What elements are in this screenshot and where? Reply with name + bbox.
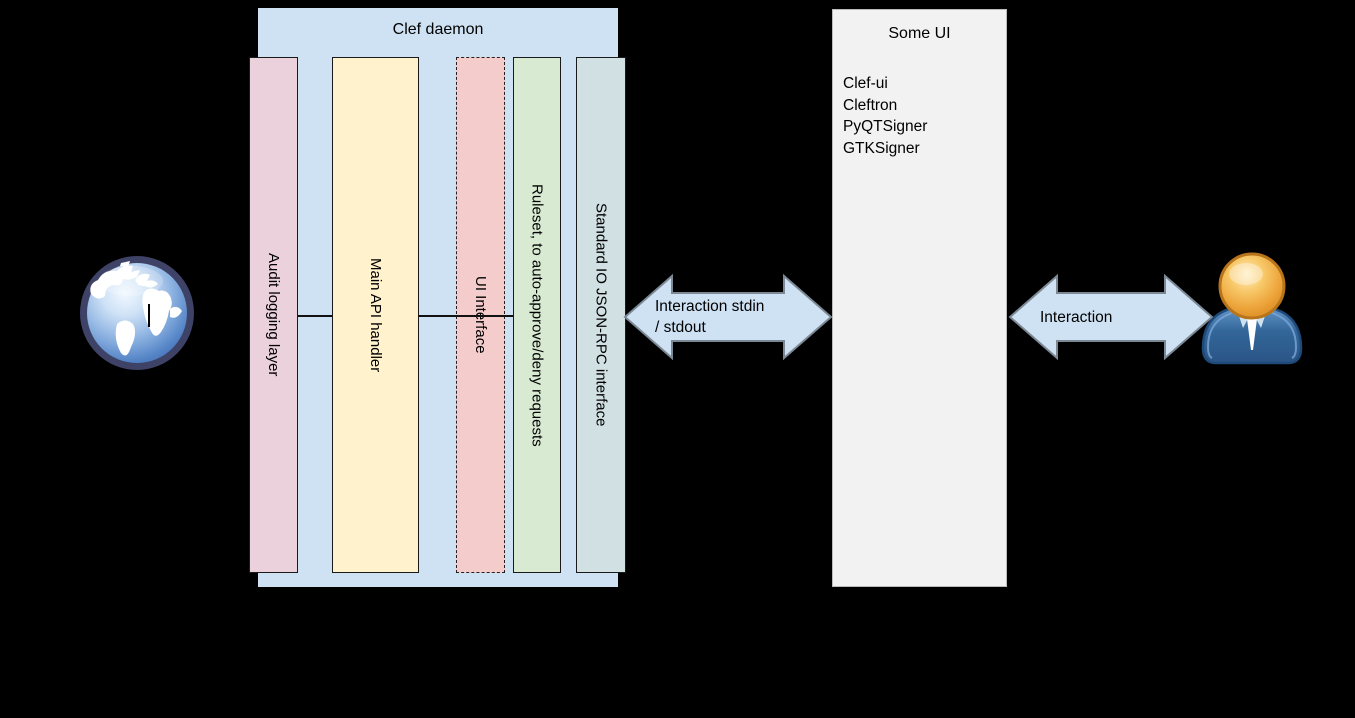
bar-ui-interface-label: UI Interface (472, 276, 489, 354)
globe-icon (80, 256, 194, 370)
some-ui-item: Clef-ui (843, 75, 888, 92)
bar-main-api-handler: Main API handler (332, 57, 419, 573)
bar-stdio-jsonrpc-interface-label: Standard IO JSON-RPC interface (592, 203, 610, 427)
bar-ruleset-label: Ruleset, to auto-approve/deny requests (528, 183, 546, 447)
bar-ruleset: Ruleset, to auto-approve/deny requests (513, 57, 561, 573)
some-ui-item: GTKSigner (843, 139, 920, 157)
some-ui-list: Clef-ui Cleftron PyQTSigner GTKSigner (843, 73, 927, 159)
bar-main-api-handler-label: Main API handler (367, 257, 384, 373)
arrow-left-label-line1: Interaction stdin (655, 298, 765, 315)
user-icon (1201, 252, 1303, 365)
arrow-left-label-line2: / stdout (655, 319, 706, 336)
some-ui-item: PyQTSigner (843, 118, 928, 135)
bar-audit-logging-layer: Audit logging layer (249, 57, 298, 573)
interaction-arrow-right (1008, 273, 1214, 361)
interaction-label: Interaction (1040, 309, 1113, 326)
some-ui-box: Some UI Clef-ui Cleftron PyQTSigner GTKS… (832, 9, 1007, 587)
some-ui-item: Cleftron (843, 96, 898, 114)
bar-stdio-jsonrpc-interface: Standard IO JSON-RPC interface (576, 57, 626, 573)
interaction-stdin-stdout-label: Interaction stdin / stdout (655, 296, 764, 338)
clef-daemon-title: Clef daemon (392, 21, 484, 38)
some-ui-title: Some UI (888, 25, 951, 42)
bar-audit-logging-layer-label: Audit logging layer (265, 253, 282, 377)
clef-daemon-box: Clef daemon (258, 8, 618, 587)
text-cursor (148, 304, 150, 327)
interaction-arrow-left (623, 273, 833, 361)
